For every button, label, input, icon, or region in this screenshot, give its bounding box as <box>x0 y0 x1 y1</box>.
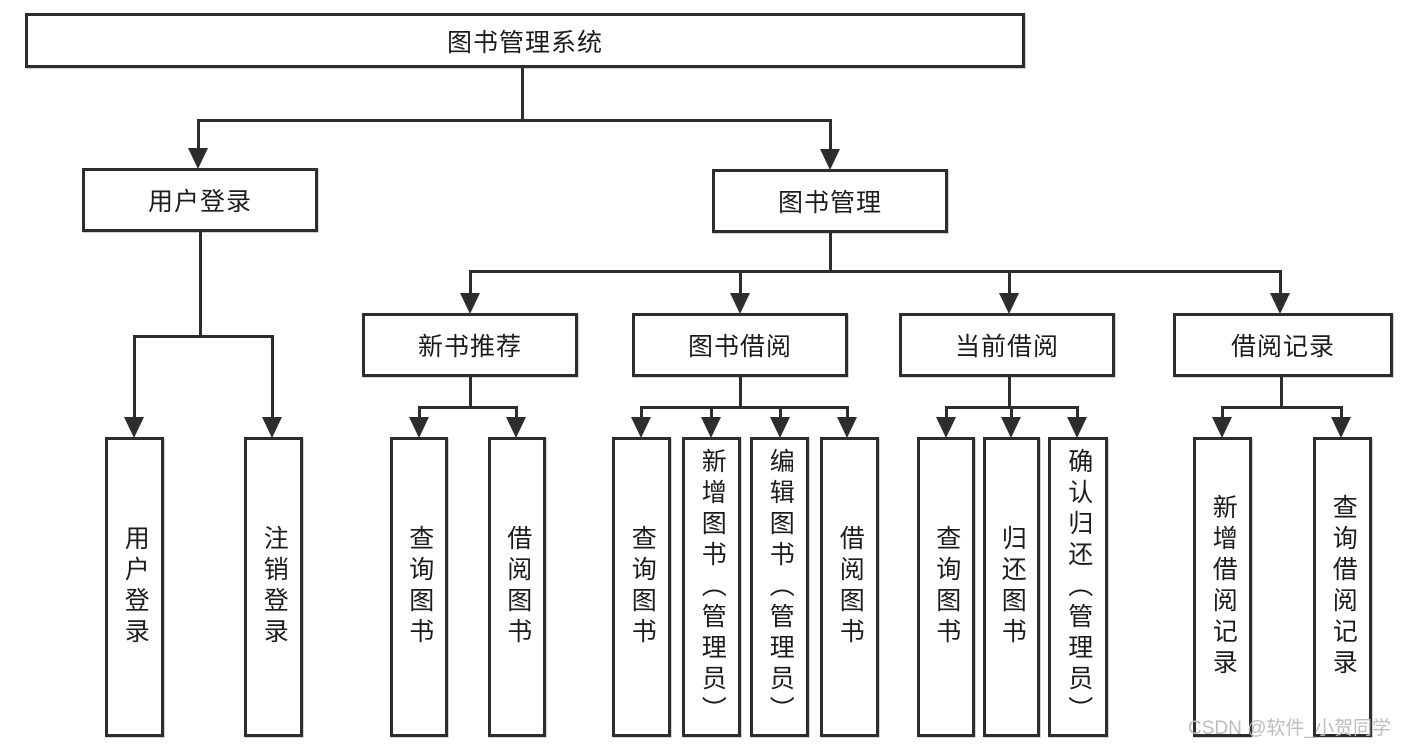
node-root: 图书管理系统 <box>25 13 1025 68</box>
leaf-confirm-return-admin: 确认归还（管理员） <box>1048 437 1108 737</box>
node-label: 注销登录 <box>260 525 289 649</box>
node-label: 查询图书 <box>405 525 434 649</box>
node-label: 借阅记录 <box>1230 333 1335 361</box>
leaf-user-login: 用户登录 <box>105 437 164 737</box>
arrow-down-icon <box>409 417 429 438</box>
leaf-query-books-borrowing: 查询图书 <box>612 437 671 737</box>
arrow-down-icon <box>460 293 480 314</box>
connector-vline <box>1280 377 1283 408</box>
node-label: 借阅图书 <box>503 525 532 649</box>
leaf-query-books-recommend: 查询图书 <box>390 437 448 737</box>
node-label: 用户登录 <box>147 188 252 216</box>
leaf-logout: 注销登录 <box>244 437 303 737</box>
connector-vline <box>521 68 524 121</box>
connector-hline <box>418 406 517 409</box>
leaf-return-books: 归还图书 <box>983 437 1040 737</box>
connector-hline <box>1221 406 1343 409</box>
arrow-down-icon <box>506 417 526 438</box>
node-borrowing-records: 借阅记录 <box>1173 313 1393 377</box>
connector-vline <box>199 232 202 337</box>
node-label: 图书管理 <box>777 189 882 217</box>
connector-vline <box>197 119 200 151</box>
connector-vline <box>133 335 136 420</box>
node-label: 查询图书 <box>628 525 657 649</box>
node-label: 用户登录 <box>121 525 150 649</box>
leaf-edit-books-admin: 编辑图书（管理员） <box>750 437 809 737</box>
node-label: 图书管理系统 <box>446 28 603 57</box>
leaf-add-books-admin: 新增图书（管理员） <box>682 437 741 737</box>
connector-hline <box>469 270 1282 273</box>
arrow-down-icon <box>701 417 721 438</box>
connector-vline <box>1008 270 1011 296</box>
connector-vline <box>469 377 472 409</box>
leaf-query-books-current: 查询图书 <box>917 437 975 737</box>
arrow-down-icon <box>820 149 840 170</box>
connector-vline <box>710 406 713 420</box>
arrow-down-icon <box>1212 417 1232 438</box>
connector-vline <box>515 406 518 420</box>
arrow-down-icon <box>730 293 750 314</box>
arrow-down-icon <box>837 417 857 438</box>
watermark: CSDN @软件_小贺同学 <box>1188 718 1391 739</box>
connector-vline <box>418 406 421 420</box>
connector-hline <box>197 119 831 122</box>
arrow-down-icon <box>1001 417 1021 438</box>
node-label: 查询图书 <box>932 525 961 649</box>
node-book-borrowing: 图书借阅 <box>632 313 848 377</box>
node-label: 当前借阅 <box>954 333 1059 361</box>
arrow-down-icon <box>124 417 144 438</box>
leaf-query-borrow-record: 查询借阅记录 <box>1313 437 1372 737</box>
arrow-down-icon <box>1270 293 1290 314</box>
arrow-down-icon <box>631 417 651 438</box>
connector-vline <box>271 335 274 420</box>
connector-vline <box>739 377 742 408</box>
arrow-down-icon <box>1067 417 1087 438</box>
connector-vline <box>829 233 832 272</box>
node-label: 图书借阅 <box>687 333 792 361</box>
node-book-management: 图书管理 <box>712 169 948 233</box>
node-new-book-recommendation: 新书推荐 <box>362 313 578 377</box>
connector-vline <box>945 406 948 420</box>
node-label: 查询借阅记录 <box>1329 494 1358 680</box>
node-label: 确认归还（管理员） <box>1064 447 1093 727</box>
node-label: 归还图书 <box>998 525 1027 649</box>
node-label: 新书推荐 <box>417 333 522 361</box>
connector-vline <box>1076 406 1079 420</box>
connector-hline <box>133 335 274 338</box>
connector-vline <box>779 406 782 420</box>
arrow-down-icon <box>999 293 1019 314</box>
node-label: 编辑图书（管理员） <box>766 447 795 727</box>
connector-vline <box>640 406 643 420</box>
connector-hline <box>640 406 849 409</box>
node-label: 借阅图书 <box>836 525 865 649</box>
connector-vline <box>739 270 742 296</box>
node-label: 新增图书（管理员） <box>698 447 727 727</box>
connector-vline <box>469 270 472 296</box>
leaf-borrow-books-recommend: 借阅图书 <box>488 437 546 737</box>
arrow-down-icon <box>262 417 282 438</box>
node-current-borrowing: 当前借阅 <box>899 313 1115 377</box>
arrow-down-icon <box>936 417 956 438</box>
arrow-down-icon <box>188 148 208 169</box>
connector-vline <box>829 119 832 151</box>
arrow-down-icon <box>1331 417 1351 438</box>
leaf-borrow-books: 借阅图书 <box>820 437 879 737</box>
node-user-login: 用户登录 <box>82 168 318 232</box>
connector-vline <box>846 406 849 420</box>
connector-vline <box>1340 406 1343 420</box>
arrow-down-icon <box>770 417 790 438</box>
connector-vline <box>1279 270 1282 296</box>
leaf-add-borrow-record: 新增借阅记录 <box>1193 437 1252 737</box>
connector-vline <box>1008 377 1011 409</box>
node-label: 新增借阅记录 <box>1209 494 1238 680</box>
connector-vline <box>1010 406 1013 420</box>
connector-vline <box>1221 406 1224 420</box>
